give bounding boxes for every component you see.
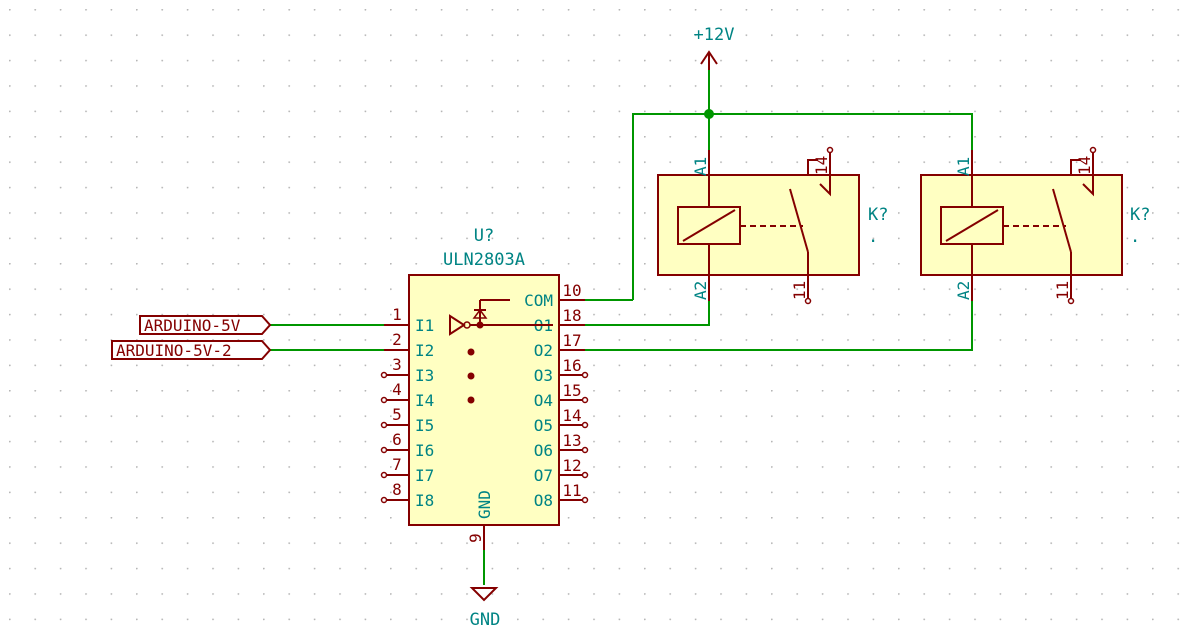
ic-value: ULN2803A [443, 250, 525, 270]
pin-number: 14 [562, 406, 581, 425]
gnd-symbol[interactable]: GND [469, 587, 501, 630]
pin-name: GND [475, 490, 494, 519]
ground-triangle-icon [469, 587, 499, 602]
pin-name: O6 [534, 441, 553, 460]
ic-uln2803a[interactable]: U? ULN2803A 1 2 3 4 5 6 7 8 [380, 226, 634, 550]
pin-name: I2 [415, 341, 434, 360]
global-label-arduino-5v[interactable]: ARDUINO-5V [139, 315, 272, 335]
pin-name: O5 [534, 416, 553, 435]
pin-name: I1 [415, 316, 434, 335]
relay-value: . [868, 227, 878, 247]
pin-number: 10 [562, 281, 581, 300]
unconnected-pin-icon [581, 446, 589, 454]
pin-name: O3 [534, 366, 553, 385]
pin-name: O8 [534, 491, 553, 510]
relay-pin-a1: A1 [691, 157, 710, 176]
relay-1[interactable]: A1 A2 14 11 K? . [657, 146, 888, 305]
relay-pin-a1: A1 [954, 157, 973, 176]
relay-switch-icon [789, 188, 809, 275]
ic-reference: U? [474, 226, 494, 246]
pin-name: I8 [415, 491, 434, 510]
gnd-label: GND [470, 610, 501, 630]
unconnected-pin-icon [804, 297, 812, 305]
wire-o2-relay2[interactable] [585, 301, 973, 351]
relay-pin-a2: A2 [691, 281, 710, 300]
pin-number: 8 [392, 480, 402, 499]
unconnected-pin-icon [581, 496, 589, 504]
junction-dot [704, 109, 714, 119]
power-arrow-icon [700, 50, 718, 70]
relay-coil-icon [677, 175, 803, 275]
global-label-arduino-5v-2[interactable]: ARDUINO-5V-2 [111, 340, 272, 360]
pin-name: I7 [415, 466, 434, 485]
unconnected-pin-icon [581, 396, 589, 404]
pin-number: 6 [392, 430, 402, 449]
ic-body [408, 274, 560, 526]
unconnected-pin-icon [581, 471, 589, 479]
pin-name: I4 [415, 391, 434, 410]
unconnected-pin-icon [380, 396, 388, 404]
pin-name: O7 [534, 466, 553, 485]
pin-name: I5 [415, 416, 434, 435]
relay-value: . [1130, 227, 1140, 247]
wire-vcc-bus[interactable] [632, 113, 973, 300]
relay-body [657, 174, 860, 276]
pin-name: O4 [534, 391, 553, 410]
pin-number: 15 [562, 381, 581, 400]
unconnected-pin-icon [581, 421, 589, 429]
ic-left-pins: 1 2 3 4 5 6 7 8 I1 I2 I3 I4 I5 I6 I7 I8 [380, 305, 434, 510]
unconnected-pin-icon [1067, 297, 1075, 305]
vcc-symbol[interactable]: +12V [694, 25, 735, 70]
pin-name: COM [524, 291, 553, 310]
ic-right-pins: 10 18 17 16 15 14 13 12 11 COM O1 O2 O3 … [524, 281, 633, 510]
relay-pin-14: 14 [1075, 156, 1094, 175]
unconnected-pin-icon [380, 471, 388, 479]
pin-number: 2 [392, 330, 402, 349]
pin-number: 3 [392, 355, 402, 374]
pin-number: 13 [562, 431, 581, 450]
global-label-text: ARDUINO-5V [144, 316, 241, 335]
relay-reference: K? [868, 205, 888, 225]
pin-number: 16 [562, 356, 581, 375]
global-label-outline [139, 315, 272, 335]
pin-number: 11 [562, 481, 581, 500]
unconnected-pin-icon [380, 446, 388, 454]
unconnected-pin-icon [581, 371, 589, 379]
relay-2[interactable]: A1 A2 14 11 K? . [920, 146, 1150, 305]
relay-switch-icon [1052, 188, 1072, 275]
global-label-text: ARDUINO-5V-2 [116, 341, 232, 360]
relay-pin-14: 14 [812, 156, 831, 175]
relay-body [920, 174, 1123, 276]
pin-name: I6 [415, 441, 434, 460]
ic-bottom-pin: 9 GND [466, 490, 494, 550]
vcc-label: +12V [694, 25, 735, 45]
pin-number: 7 [392, 455, 402, 474]
pin-number: 17 [562, 331, 581, 350]
pin-name: I3 [415, 366, 434, 385]
unconnected-pin-icon [826, 146, 834, 154]
global-label-outline [111, 340, 272, 360]
unconnected-pin-icon [380, 371, 388, 379]
unconnected-pin-icon [1089, 146, 1097, 154]
relay-reference: K? [1130, 205, 1150, 225]
pin-number: 5 [392, 405, 402, 424]
relay-coil-icon [940, 175, 1066, 275]
pin-name: O2 [534, 341, 553, 360]
wire-o1-relay1[interactable] [585, 301, 710, 326]
relay-pin-a2: A2 [954, 281, 973, 300]
darlington-inverter-icon [449, 299, 553, 336]
pin-number: 4 [392, 380, 402, 399]
pin-number: 12 [562, 456, 581, 475]
unconnected-pin-icon [380, 496, 388, 504]
relay-pin-11: 11 [790, 281, 809, 300]
pin-number: 9 [466, 533, 485, 543]
pin-number: 1 [392, 305, 402, 324]
pin-number: 18 [562, 306, 581, 325]
relay-pin-11: 11 [1053, 281, 1072, 300]
channel-ellipsis-icon [467, 348, 475, 404]
unconnected-pin-icon [380, 421, 388, 429]
